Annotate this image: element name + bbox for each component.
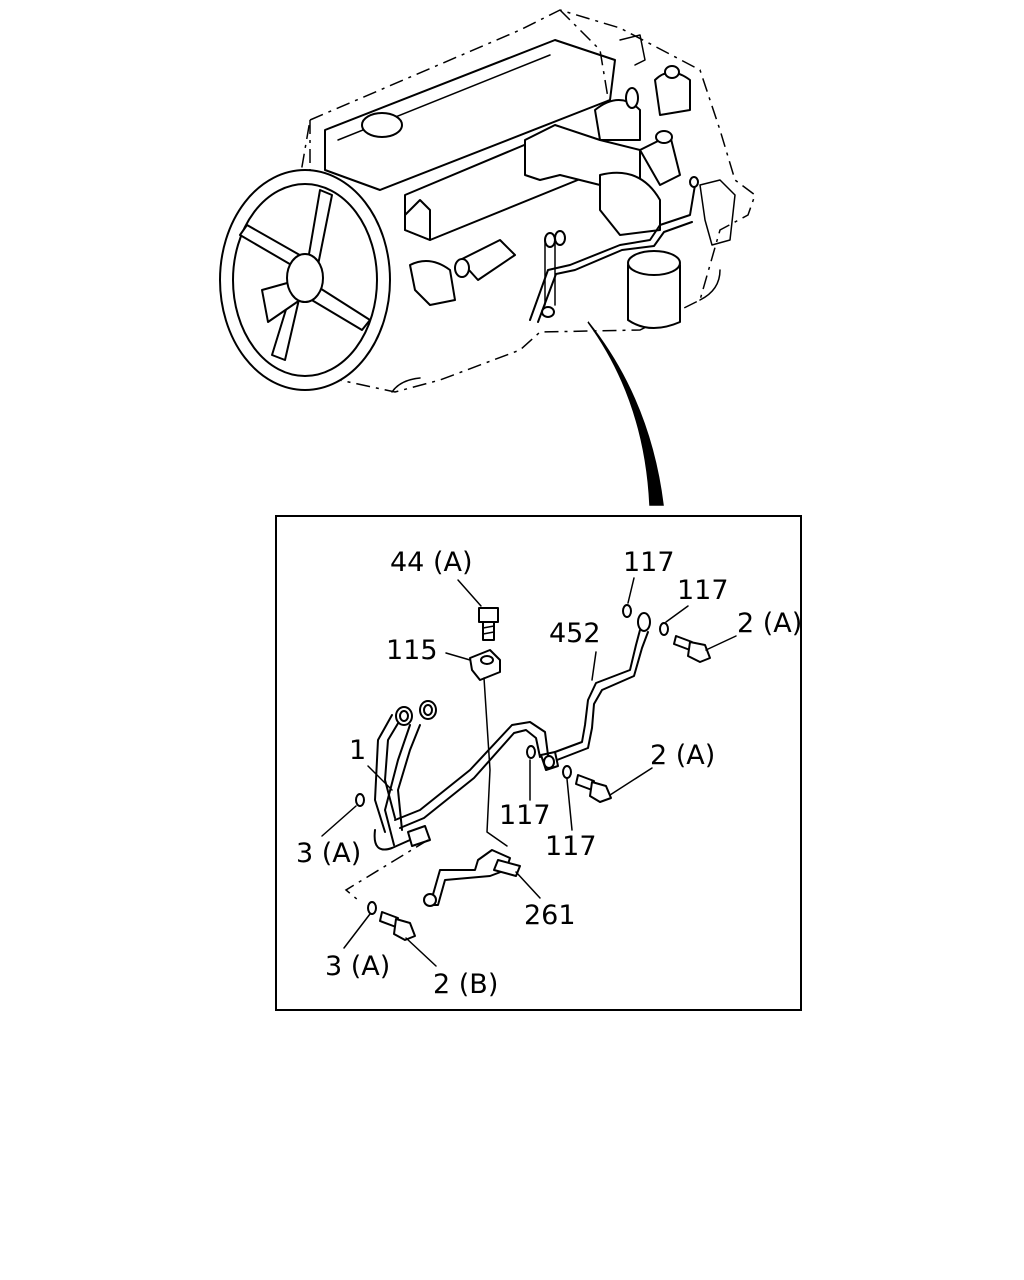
callout-117-mid-left: 117 [499,800,551,831]
callout-117-top-left: 117 [623,547,675,578]
callout-labels: 44 (A) 115 117 117 452 2 (A) 1 2 (A) 117… [296,547,802,1000]
detail-frame [275,515,802,1011]
callout-117-top-right: 117 [677,575,729,606]
callout-3a-lower: 3 (A) [325,951,390,982]
engine-illustration [219,9,756,393]
callout-44a: 44 (A) [390,547,472,578]
callout-261: 261 [524,900,576,931]
callout-2a-top: 2 (A) [737,608,802,639]
detail-parts [344,604,711,941]
callout-115: 115 [386,635,438,666]
callout-1: 1 [349,735,366,766]
callout-117-mid-right: 117 [545,831,597,862]
leader-lines [321,577,737,967]
callout-452: 452 [549,618,601,649]
callout-2b: 2 (B) [433,969,498,1000]
callout-2a-mid: 2 (A) [650,740,715,771]
detail-pointer [587,321,664,506]
callout-3a-upper: 3 (A) [296,838,361,869]
